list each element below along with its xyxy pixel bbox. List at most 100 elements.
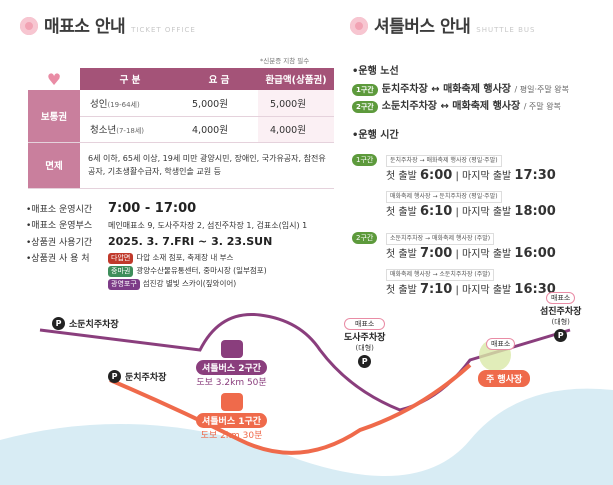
ticket-section-title: 매표소 안내 TICKET OFFICE bbox=[20, 12, 196, 37]
parking-icon: P bbox=[358, 355, 372, 368]
row-price: 4,000원 bbox=[180, 116, 258, 143]
seomjin-label: 섬진주차장 bbox=[540, 307, 582, 317]
map-sodunchi: P 소둔치주차장 bbox=[52, 317, 119, 330]
dunchi-label: 둔치주차장 bbox=[125, 373, 167, 383]
voucher-label: •상품권 사용기간 bbox=[26, 238, 93, 248]
first-time: 7:00 bbox=[419, 246, 453, 261]
ticket-title-en: TICKET OFFICE bbox=[131, 26, 196, 34]
row-category: 청소년 bbox=[90, 125, 117, 136]
schedule-group: 2구간 소둔치주차장 → 매화축제 행사장 (주말) 첫 출발 7:00 | 마… bbox=[352, 225, 610, 297]
route-note: / 평일·주말 왕복 bbox=[514, 85, 569, 94]
schedule-direction: 매화축제 행사장 → 둔치주차장 (평일·주말) bbox=[386, 191, 502, 203]
last-time: 16:30 bbox=[514, 282, 556, 297]
dosa-label: 도사주차장 bbox=[344, 333, 386, 343]
row-refund: 4,000원 bbox=[258, 116, 334, 143]
map-seomjin: 매표소 섬진주차장 (대형) P bbox=[540, 285, 581, 342]
sodunchi-label: 소둔치주차장 bbox=[69, 320, 119, 330]
time-header: •운행 시간 bbox=[352, 130, 399, 141]
schedule-direction: 소둔치주차장 → 매화축제 행사장 (주말) bbox=[386, 233, 495, 245]
shuttle-title: 셔틀버스 안내 bbox=[374, 17, 471, 37]
parking-icon: P bbox=[108, 370, 121, 383]
table-row: 면제 6세 이하, 65세 이상, 19세 미만 광양시민, 장애인, 국가유공… bbox=[28, 142, 334, 189]
table-row: 청소년(7-18세) 4,000원 4,000원 bbox=[28, 116, 334, 143]
row-age: (19-64세) bbox=[107, 100, 140, 109]
bus1-detail: 도보 2km 30분 bbox=[200, 431, 263, 441]
header-price: 요 금 bbox=[180, 68, 258, 90]
first-time: 6:10 bbox=[419, 204, 453, 219]
schedule-tag: 2구간 bbox=[352, 232, 378, 244]
route-1-line bbox=[109, 363, 472, 455]
bus-icon bbox=[220, 393, 243, 411]
route-text: 소둔치주차장 ↔ 매화축제 행사장 bbox=[381, 101, 521, 112]
exempt-label: 면제 bbox=[28, 142, 80, 189]
where-tag: 광영포구 bbox=[108, 279, 140, 290]
booths-label: •매표소 운영부스 bbox=[26, 221, 93, 231]
row-age: (7-18세) bbox=[116, 127, 145, 135]
last-time: 17:30 bbox=[514, 168, 556, 183]
where-label: •상품권 사 용 처 bbox=[26, 254, 90, 264]
ops-info: •매표소 운영시간 7:00 - 17:00 •매표소 운영부스 메인매표소 9, … bbox=[26, 201, 336, 290]
where-text: 섬진강 별빛 스카이(짚와이어) bbox=[142, 279, 237, 288]
schedule-line: 첫 출발 7:00 | 마지막 출발 16:00 bbox=[386, 246, 556, 261]
shuttle-section-title: 셔틀버스 안내 SHUTTLE BUS bbox=[350, 12, 535, 37]
booths-value: 메인매표소 9, 도사주차장 2, 섬진주차장 1, 검표소(임시) 1 bbox=[108, 221, 308, 230]
map-bus1: 셔틀버스 1구간 도보 2km 30분 bbox=[196, 393, 268, 441]
route-tag: 1구간 bbox=[352, 84, 378, 96]
exempt-text: 6세 이하, 65세 이상, 19세 미만 광양시민, 장애인, 국가유공자, … bbox=[80, 142, 334, 189]
schedule-line: 첫 출발 7:10 | 마지막 출발 16:30 bbox=[386, 282, 556, 297]
map-ticket-bubble: 매표소 bbox=[486, 338, 516, 350]
bus2-detail: 도보 3.2km 50분 bbox=[196, 378, 267, 388]
schedule-line: 첫 출발 6:00 | 마지막 출발 17:30 bbox=[386, 168, 556, 183]
where-tag: 다압면 bbox=[108, 253, 134, 264]
route-note: / 주말 왕복 bbox=[523, 102, 561, 111]
ticket-table: ♥ 구 분 요 금 환급액(상품권) 보통권 성인(19-64세) 5,000원… bbox=[28, 68, 334, 189]
row-refund: 5,000원 bbox=[258, 90, 334, 117]
first-time: 6:00 bbox=[419, 168, 453, 183]
table-row: 보통권 성인(19-64세) 5,000원 5,000원 bbox=[28, 90, 334, 143]
last-time: 18:00 bbox=[514, 204, 556, 219]
bus1-label: 셔틀버스 1구간 bbox=[196, 413, 268, 428]
map-bus2: 셔틀버스 2구간 도보 3.2km 50분 bbox=[196, 340, 268, 388]
main-venue-label: 주 행사장 bbox=[478, 370, 531, 387]
schedule-direction: 매화축제 행사장 → 소둔치주차장 (주말) bbox=[386, 269, 495, 281]
ticket-bubble: 매표소 bbox=[344, 318, 386, 330]
where-text: 광양수산물유통센터, 중마시장 (일부점포) bbox=[136, 266, 267, 275]
schedule-direction: 둔치주차장 → 매화축제 행사장 (평일·주말) bbox=[386, 155, 502, 167]
regular-ticket-label: 보통권 bbox=[28, 90, 80, 143]
schedule-group: 1구간 둔치주차장 → 매화축제 행사장 (평일·주말) 첫 출발 6:00 |… bbox=[352, 147, 610, 219]
where-text: 다압 소재 점포, 축제장 내 부스 bbox=[136, 253, 234, 262]
route-header: •운행 노선 bbox=[352, 66, 399, 77]
bus-icon bbox=[220, 340, 243, 358]
heart-icon: ♥ bbox=[46, 69, 62, 89]
ticket-title: 매표소 안내 bbox=[44, 17, 126, 37]
map-dosa: 매표소 도사주차장 (대형) P bbox=[344, 318, 386, 368]
seomjin-sub: (대형) bbox=[551, 318, 570, 326]
schedule-info: •운행 시간 1구간 둔치주차장 → 매화축제 행사장 (평일·주말) 첫 출발… bbox=[352, 126, 610, 297]
where-tag: 중마권 bbox=[108, 266, 134, 277]
hours-value: 7:00 - 17:00 bbox=[108, 201, 197, 216]
first-time: 7:10 bbox=[419, 282, 453, 297]
ticket-bubble: 매표소 bbox=[546, 292, 576, 304]
bus2-label: 셔틀버스 2구간 bbox=[196, 360, 268, 375]
parking-icon: P bbox=[554, 329, 568, 342]
id-note: *신분증 지참 필수 bbox=[260, 57, 310, 65]
ticket-bubble: 매표소 bbox=[486, 338, 516, 350]
parking-icon: P bbox=[52, 317, 65, 330]
heart-cell: ♥ bbox=[28, 68, 80, 90]
route-map bbox=[0, 312, 613, 485]
hours-label: •매표소 운영시간 bbox=[26, 205, 93, 215]
header-refund: 환급액(상품권) bbox=[258, 68, 334, 90]
flower-icon bbox=[350, 17, 368, 35]
dosa-sub: (대형) bbox=[355, 344, 374, 352]
route-tag: 2구간 bbox=[352, 101, 378, 113]
schedule-tag: 1구간 bbox=[352, 154, 378, 166]
row-price: 5,000원 bbox=[180, 90, 258, 117]
header-category: 구 분 bbox=[80, 68, 180, 90]
